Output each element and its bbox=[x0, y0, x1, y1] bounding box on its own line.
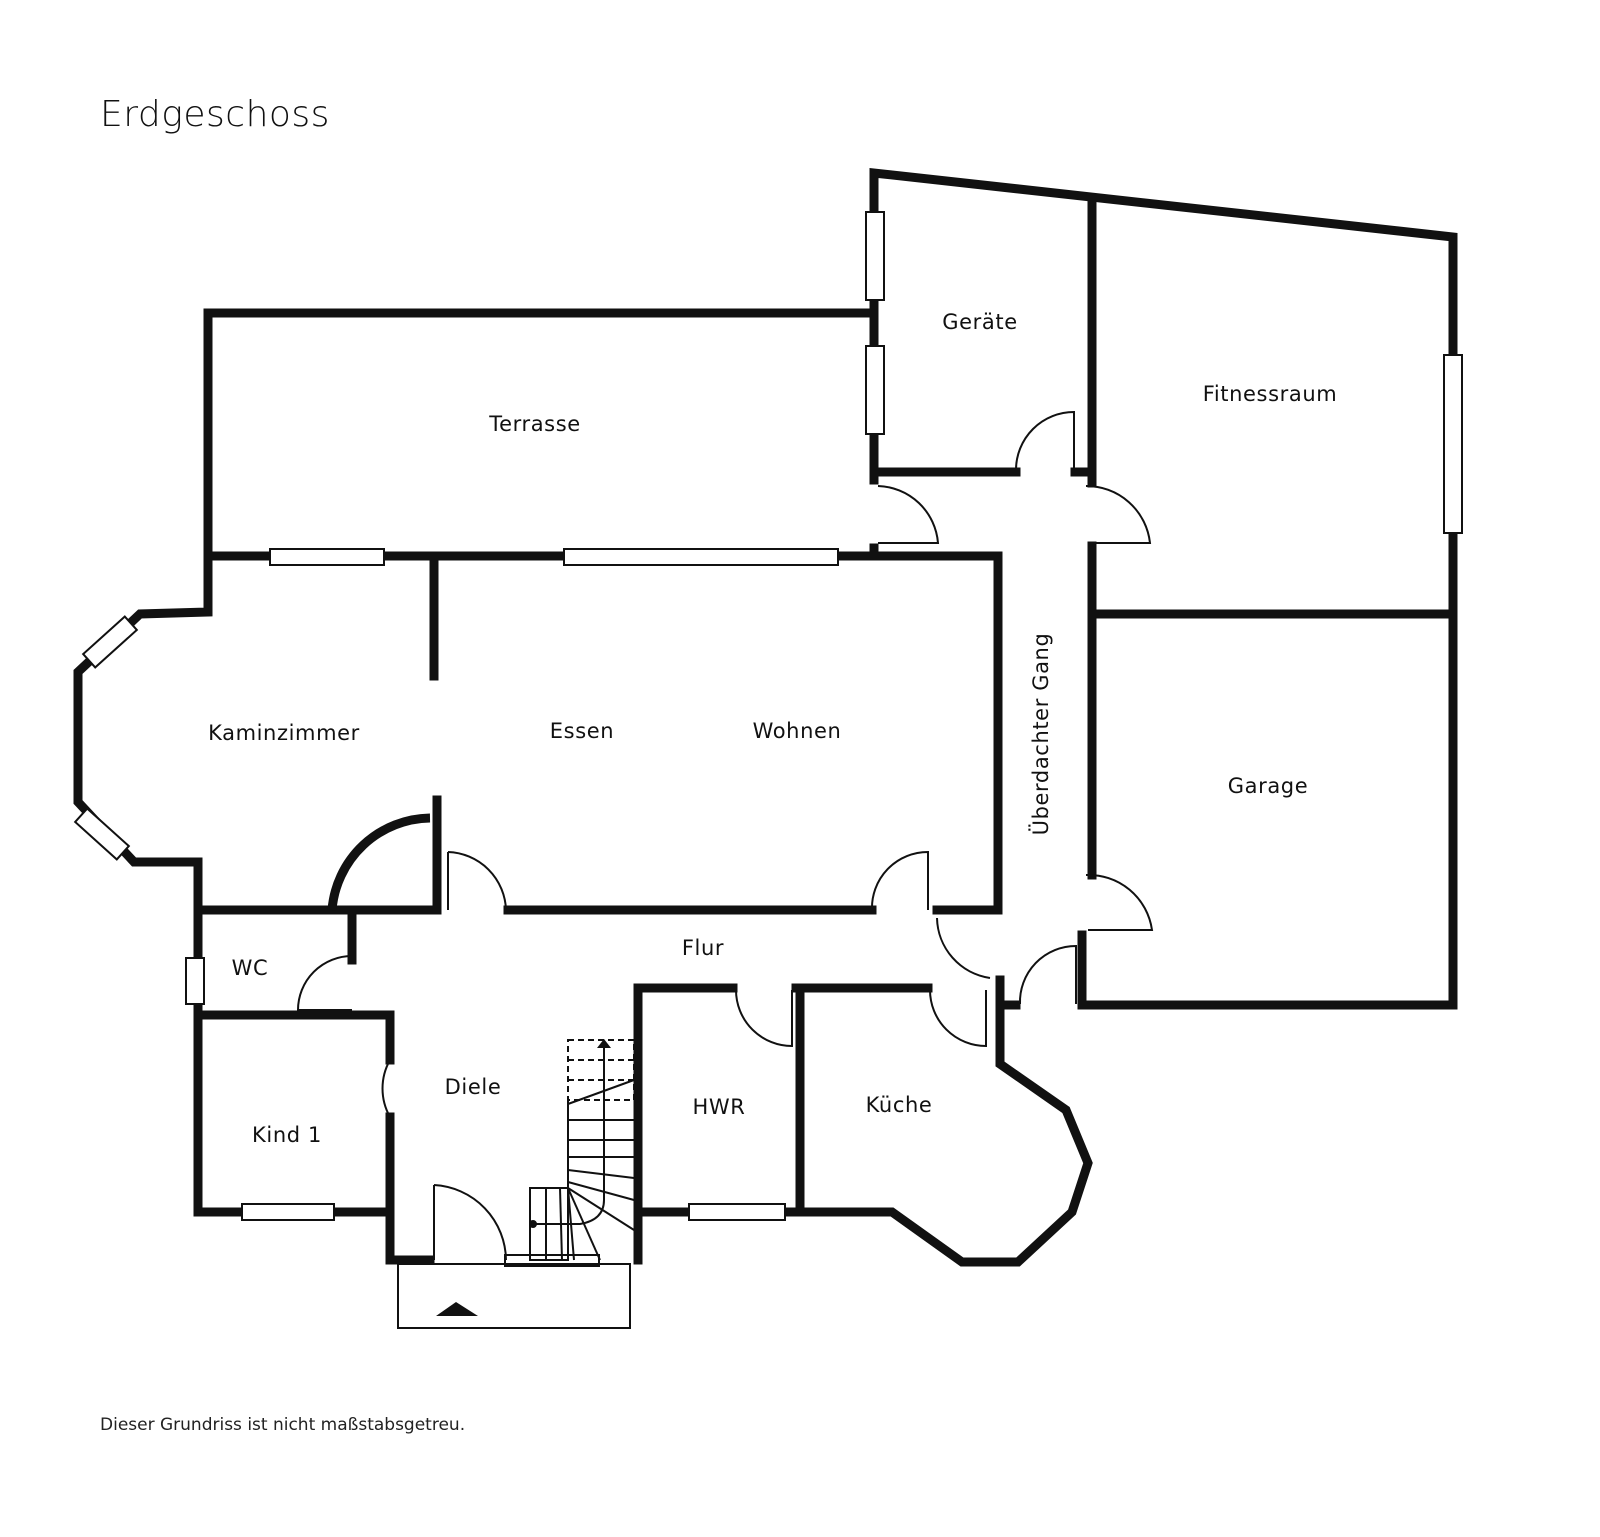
entrance-triangle-icon bbox=[436, 1302, 478, 1316]
label-wc: WC bbox=[232, 956, 269, 980]
window bbox=[81, 615, 139, 669]
label-terrasse: Terrasse bbox=[488, 412, 581, 436]
label-kueche: Küche bbox=[866, 1093, 933, 1117]
label-wohnen: Wohnen bbox=[753, 719, 842, 743]
disclaimer-note: Dieser Grundriss ist nicht maßstabsgetre… bbox=[100, 1415, 466, 1435]
kaminzimmer-door-arc bbox=[327, 813, 431, 911]
annex-top-wall bbox=[869, 167, 1458, 1010]
label-hwr: HWR bbox=[693, 1095, 746, 1119]
label-kaminzimmer: Kaminzimmer bbox=[208, 721, 360, 745]
window bbox=[865, 345, 885, 435]
window bbox=[688, 1203, 786, 1221]
stairs-up-arrow-icon bbox=[597, 1039, 611, 1048]
window bbox=[185, 957, 205, 1005]
doors bbox=[296, 410, 1154, 1261]
floor-title: Erdgeschoss bbox=[100, 94, 330, 135]
label-gang: Überdachter Gang bbox=[1028, 633, 1053, 836]
label-diele: Diele bbox=[445, 1075, 502, 1099]
label-essen: Essen bbox=[550, 719, 614, 743]
label-kind1: Kind 1 bbox=[252, 1123, 322, 1147]
window bbox=[563, 548, 839, 566]
window bbox=[269, 548, 385, 566]
label-flur: Flur bbox=[682, 936, 724, 960]
label-garage: Garage bbox=[1228, 774, 1309, 798]
window bbox=[241, 1203, 335, 1221]
label-fitnessraum: Fitnessraum bbox=[1203, 382, 1338, 406]
terrasse-wall bbox=[203, 308, 879, 561]
kaminzimmer-west-wall bbox=[73, 551, 435, 915]
label-geraete: Geräte bbox=[942, 310, 1017, 334]
window bbox=[73, 807, 131, 861]
entrance-landing bbox=[397, 1263, 631, 1329]
window bbox=[1443, 354, 1463, 534]
windows bbox=[73, 211, 1463, 1267]
window bbox=[865, 211, 885, 301]
staircase bbox=[529, 1039, 635, 1261]
